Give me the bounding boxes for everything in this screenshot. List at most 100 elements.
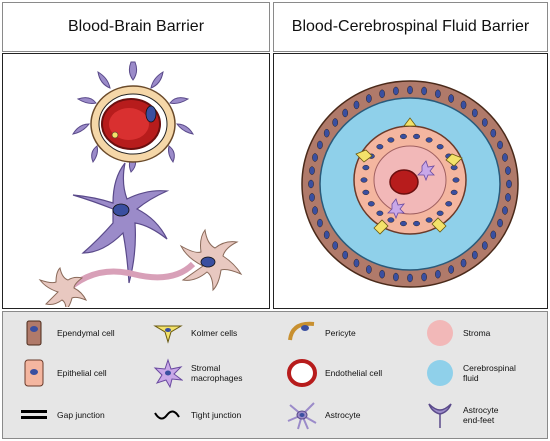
cell-nucleus [323,230,330,240]
csf-icon [423,358,457,388]
kolmer-cell-icon [151,318,185,348]
cell-nucleus [360,177,368,183]
cell-nucleus [460,258,467,268]
cell-nucleus [435,89,441,99]
ependymal-nuclei [308,85,512,283]
astrocyte-end-feet-ring [71,61,195,173]
cell-nucleus [506,179,512,189]
cell-nucleus [425,137,433,143]
neural-process [60,261,196,297]
cell-nucleus [312,206,318,215]
cell-nucleus [309,166,315,175]
legend-label-kolmer: Kolmer cells [191,328,238,338]
pericyte-nucleus [145,105,157,123]
cell-nucleus [505,166,511,175]
legend-label-pericyte: Pericyte [325,328,356,338]
cell-nucleus [362,165,370,171]
bbb-illustration [38,61,243,307]
cell-nucleus [502,206,508,215]
cell-nucleus [450,189,458,195]
cell-nucleus [482,118,488,127]
cell-nucleus [425,217,433,223]
astrocyte-end-feet-icon [423,400,457,430]
legend-item-tight: Tight junction [151,400,241,430]
legend-label-astrocyte: Astrocyte [325,410,361,420]
cell-nucleus [413,220,420,227]
bcsfb-illustration [301,80,519,288]
legend-item-stroma: Stroma [423,318,490,348]
cell-nucleus [332,241,338,250]
legend-label-stroma: Stroma [463,328,491,338]
cell-nucleus [460,100,467,110]
cell-nucleus [376,144,384,150]
legend-item-endfeet: Astrocyte end-feet [423,400,498,430]
left-title-box: Blood-Brain Barrier [2,2,270,52]
legend-label-csf: Cerebrospinal fluid [463,363,516,383]
cell-nucleus [472,250,478,260]
cell-nucleus [317,140,323,150]
cell-nucleus [413,133,420,140]
legend-item-pericyte: Pericyte [285,318,356,348]
blood-csf-barrier-panel [273,53,548,309]
cell-nucleus [407,85,413,95]
cell-nucleus [366,94,372,103]
cell-nucleus [482,241,488,250]
tight-junction-icon [151,400,185,430]
cell-nucleus [490,230,497,240]
cell-nucleus [421,272,427,282]
legend-item-astrocyte: Astrocyte [285,400,360,430]
cell-nucleus [353,100,360,110]
legend-item-gap: Gap junction [17,400,105,430]
kolmer-cells [355,117,463,235]
cell-nucleus [379,89,385,99]
cell-nucleus [387,217,395,223]
cell-nucleus [448,265,454,274]
legend-label-tight: Tight junction [191,410,242,420]
blood-brain-barrier-panel [2,53,270,309]
cell-nucleus [308,179,314,189]
cell-nucleus [379,269,385,279]
cell-nucleus [400,133,407,140]
legend-item-endothelial: Endothelial cell [285,358,382,388]
legend-item-epithelial: Epithelial cell [17,358,107,388]
gap-junction-icon [17,400,51,430]
legend: Ependymal cell Kolmer cells Pericyte Str… [2,311,548,439]
cell-nucleus [312,153,318,162]
ependymal-cell-icon [17,318,51,348]
cell-nucleus [342,108,348,118]
cell-nucleus [497,218,503,228]
cell-nucleus [317,218,323,228]
right-title-box: Blood-Cerebrospinal Fluid Barrier [273,2,548,52]
cell-nucleus [421,86,427,96]
epithelial-cell-icon [17,358,51,388]
legend-label-ependymal: Ependymal cell [57,328,115,338]
legend-label-endfeet: Astrocyte end-feet [463,405,499,425]
stromal-macrophage-cluster [387,160,435,220]
cell-nucleus [497,140,503,150]
cell-nucleus [387,137,395,143]
stroma-icon [423,318,457,348]
cell-nucleus [323,128,330,138]
legend-label-gap: Gap junction [57,410,105,420]
cell-nucleus [367,201,375,207]
cell-nucleus [472,108,478,118]
cell-nucleus [490,128,497,138]
cell-nucleus [436,144,444,150]
cell-nucleus [366,265,372,274]
legend-item-ependymal: Ependymal cell [17,318,115,348]
cell-nucleus [448,94,454,103]
astrocyte-icon [285,400,319,430]
cell-nucleus [342,250,348,260]
legend-label-macrophage: Stromal macrophages [191,363,243,383]
astrocyte-nucleus [112,203,130,217]
left-panel-title: Blood-Brain Barrier [67,18,205,35]
legend-item-kolmer: Kolmer cells [151,318,237,348]
pericyte-icon [285,318,319,348]
legend-item-csf: Cerebrospinal fluid [423,358,516,388]
cell-nucleus [400,220,407,227]
right-panel-title: Blood-Cerebrospinal Fluid Barrier [291,18,530,35]
cell-nucleus [502,153,508,162]
cell-nucleus [445,201,453,207]
legend-label-epithelial: Epithelial cell [57,368,107,378]
cell-nucleus [407,273,413,283]
